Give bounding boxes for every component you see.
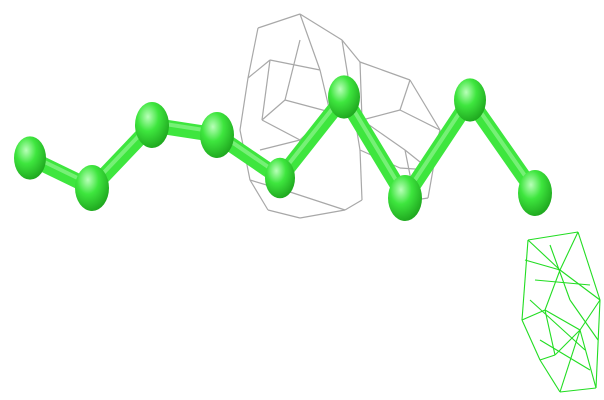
atom-5[interactable] — [328, 75, 360, 119]
atom-7[interactable] — [454, 78, 486, 122]
atom-4[interactable] — [265, 157, 295, 199]
atom-6[interactable] — [388, 175, 422, 221]
atom-0[interactable] — [14, 136, 46, 180]
atom-8[interactable] — [518, 170, 552, 216]
atom-2[interactable] — [135, 102, 169, 148]
green-density-mesh — [521, 231, 601, 393]
atom-3[interactable] — [200, 112, 234, 158]
atom-layer — [14, 75, 552, 221]
atom-1[interactable] — [75, 165, 109, 211]
